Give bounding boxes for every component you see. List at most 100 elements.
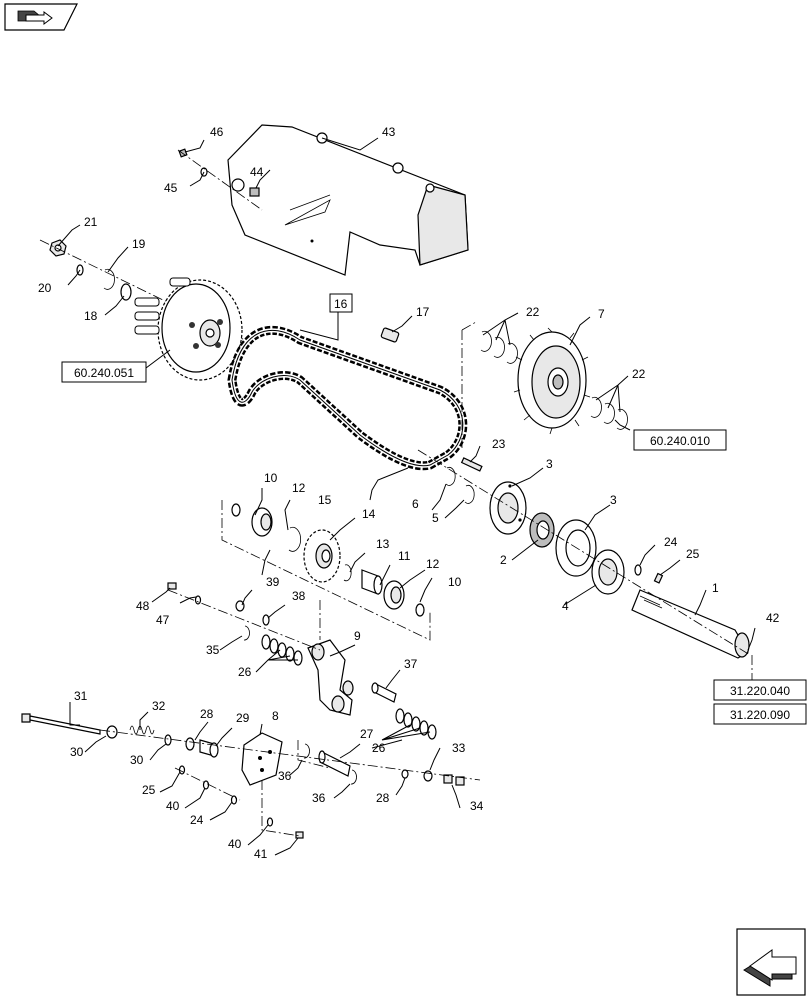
callout-36b: 36 [312, 791, 326, 805]
callout-41: 41 [254, 847, 268, 861]
driven-sprocket-7-part[interactable] [513, 327, 591, 435]
callout-26a: 26 [238, 665, 252, 679]
chain-connector-17-part[interactable] [380, 327, 400, 343]
bolt-41-part[interactable] [295, 831, 304, 839]
reference-box-31220090[interactable]: 31.220.090 [713, 703, 807, 725]
callout-15: 15 [318, 493, 332, 507]
callout-42: 42 [766, 611, 780, 625]
reference-box-60240051[interactable]: 60.240.051 [61, 361, 147, 383]
washer-47-part[interactable] [194, 595, 202, 605]
callout-3a: 3 [546, 457, 553, 471]
bolt-48-part[interactable] [167, 582, 177, 590]
callout-8: 8 [272, 709, 279, 723]
callout-30a: 30 [70, 745, 84, 759]
callout-10b: 10 [448, 575, 462, 589]
hub-sprocket-assembly[interactable] [134, 277, 243, 381]
leader-lines [57, 137, 756, 856]
pin-37-part[interactable] [371, 682, 397, 703]
callout-19: 19 [132, 237, 146, 251]
callout-30b: 30 [130, 753, 144, 767]
callout-40b: 40 [228, 837, 242, 851]
snap-ring-13-part[interactable] [343, 564, 352, 582]
callout-38: 38 [292, 589, 306, 603]
snap-rings-22-left[interactable] [480, 331, 518, 364]
callout-13: 13 [376, 537, 390, 551]
next-page-button[interactable] [736, 928, 806, 996]
callout-25b: 25 [142, 783, 156, 797]
bushing-29-part[interactable] [199, 739, 219, 758]
washer-28-part[interactable] [185, 737, 195, 751]
snap-ring-15-part[interactable] [288, 526, 302, 552]
snap-rings-22-right[interactable] [590, 397, 628, 430]
callout-17: 17 [416, 305, 430, 319]
callout-37: 37 [404, 657, 418, 671]
callout-26b: 26 [372, 741, 386, 755]
washer-39-part[interactable] [235, 600, 245, 612]
callout-39: 39 [266, 575, 280, 589]
snap-ring-35-part[interactable] [243, 625, 250, 641]
callout-27: 27 [360, 727, 374, 741]
callout-4: 4 [562, 599, 569, 613]
callout-33: 33 [452, 741, 466, 755]
washer-10b-part[interactable] [415, 603, 425, 617]
tensioner-arm-9-part[interactable] [307, 639, 354, 716]
bracket-8-part[interactable] [241, 732, 283, 786]
shaft-1-part[interactable] [631, 589, 750, 659]
callout-12b: 12 [426, 557, 440, 571]
spring-washers-26a-part[interactable] [261, 634, 303, 666]
callout-34: 34 [470, 799, 484, 813]
callout-18: 18 [84, 309, 98, 323]
snap-ring-5-part[interactable] [464, 485, 475, 504]
snap-ring-36b-part[interactable] [350, 769, 357, 785]
callout-48: 48 [136, 599, 150, 613]
flange-4-part[interactable] [591, 549, 625, 595]
bushing-12a-part[interactable] [251, 507, 273, 537]
callout-23: 23 [492, 437, 506, 451]
nuts-34-part[interactable] [443, 774, 465, 786]
callout-22a: 22 [526, 305, 540, 319]
callout-2: 2 [500, 553, 507, 567]
callout-31: 31 [74, 689, 88, 703]
washer-30a-part[interactable] [106, 725, 118, 739]
callout-22b: 22 [632, 367, 646, 381]
bolt-31-part[interactable] [21, 713, 101, 735]
chain-guard-part[interactable] [227, 124, 469, 276]
callout-5: 5 [432, 511, 439, 525]
callout-7: 7 [598, 307, 605, 321]
svg-text:60.240.010: 60.240.010 [650, 434, 710, 448]
callout-28a: 28 [200, 707, 214, 721]
idler-sprocket-14-part[interactable] [303, 529, 341, 583]
arrow-right-folder-icon [4, 3, 78, 31]
part-number-labels: 43 46 45 44 21 19 20 18 16 17 22 7 22 23… [38, 125, 780, 861]
washer-30b-part[interactable] [164, 734, 172, 746]
callout-28b: 28 [376, 791, 390, 805]
spring-washers-26b-part[interactable] [395, 708, 437, 740]
reference-box-31220040[interactable]: 31.220.040 [713, 679, 807, 701]
roller-chain-part[interactable] [227, 326, 468, 471]
callout-24a: 24 [664, 535, 678, 549]
spring-32-part[interactable] [129, 725, 155, 735]
callout-47: 47 [156, 613, 170, 627]
flange-3a-part[interactable] [489, 481, 527, 535]
nut-21-part[interactable] [49, 239, 67, 257]
washer-28b-part[interactable] [401, 769, 409, 779]
reference-box-60240010[interactable]: 60.240.010 [633, 429, 727, 451]
nut-44-part[interactable] [249, 187, 260, 197]
snap-ring-6-part[interactable] [445, 467, 456, 486]
washer-38-part[interactable] [262, 614, 270, 626]
snap-ring-19-part[interactable] [103, 269, 115, 290]
snap-ring-36a-part[interactable] [303, 743, 310, 759]
bushing-11-part[interactable] [361, 569, 383, 595]
bearing-2-part[interactable] [529, 512, 555, 548]
washer-10a-part[interactable] [231, 503, 241, 517]
pin-23-part[interactable] [460, 457, 483, 472]
washer-24-part[interactable] [634, 564, 642, 576]
previous-page-button[interactable] [4, 3, 78, 31]
callout-3b: 3 [610, 493, 617, 507]
callout-46: 46 [210, 125, 224, 139]
callout-6: 6 [412, 497, 419, 511]
bushing-12b-part[interactable] [383, 580, 405, 610]
callout-21: 21 [84, 215, 98, 229]
bolt-25-part[interactable] [653, 572, 664, 584]
